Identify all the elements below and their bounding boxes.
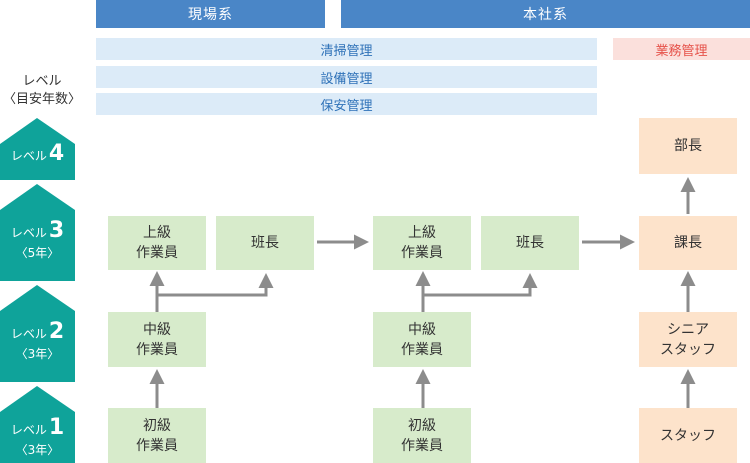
box-senior-line2: スタッフ bbox=[660, 341, 716, 358]
box-honsha-chukyu-line1: 中級 bbox=[408, 321, 436, 338]
box-honsha-jokyu-line1: 上級 bbox=[408, 225, 436, 241]
box-honsha-hancho: 班長 bbox=[481, 216, 579, 270]
box-honsha-jokyu-line2: 作業員 bbox=[401, 245, 443, 261]
level-2-label: レベル 2 〈3年〉 bbox=[0, 315, 75, 365]
level-2-years: 〈3年〉 bbox=[15, 346, 60, 361]
level-2-number: 2 bbox=[48, 318, 65, 344]
band-hoan: 保安管理 bbox=[96, 93, 597, 115]
level-2-shape bbox=[0, 285, 75, 382]
box-genba-hancho: 班長 bbox=[216, 216, 314, 270]
level-3-number: 3 bbox=[48, 217, 65, 243]
level-2-text: レベル bbox=[10, 326, 47, 341]
level-4-shape bbox=[0, 118, 75, 180]
box-genba-jokyu-line2: 作業員 bbox=[136, 245, 178, 261]
box-honsha-chukyu-sagyoin: 中級 作業員 bbox=[373, 312, 471, 367]
box-honsha-shokyu-line1: 初級 bbox=[408, 417, 436, 434]
box-senior-staff: シニア スタッフ bbox=[639, 312, 737, 367]
box-bucho-text: 部長 bbox=[674, 138, 702, 154]
level-1-years: 〈3年〉 bbox=[15, 442, 60, 457]
level-1-label: レベル 1 〈3年〉 bbox=[0, 411, 75, 461]
band-setsubi: 設備管理 bbox=[96, 66, 597, 88]
band-seiso: 清掃管理 bbox=[96, 38, 597, 60]
box-kacho-text: 課長 bbox=[674, 235, 702, 251]
box-genba-chukyu-line2: 作業員 bbox=[136, 341, 178, 358]
box-genba-shokyu-sagyoin: 初級 作業員 bbox=[108, 408, 206, 463]
box-senior-line1: シニア bbox=[667, 321, 709, 338]
box-staff-text: スタッフ bbox=[660, 427, 716, 444]
box-honsha-shokyu-line2: 作業員 bbox=[401, 437, 443, 454]
level-3-text: レベル bbox=[10, 225, 47, 240]
level-4-label: レベル 4 bbox=[0, 138, 75, 168]
box-genba-shokyu-line2: 作業員 bbox=[136, 437, 178, 454]
box-genba-hancho-text: 班長 bbox=[251, 235, 279, 251]
level-column-title: レベル 〈目安年数〉 bbox=[0, 73, 84, 109]
level-1-text: レベル bbox=[10, 422, 47, 437]
level-title-line2: 〈目安年数〉 bbox=[2, 92, 81, 107]
box-genba-jokyu-sagyoin: 上級 作業員 bbox=[108, 216, 206, 270]
box-staff: スタッフ bbox=[639, 408, 737, 463]
level-1-number: 1 bbox=[48, 414, 65, 440]
header-honsha: 本社系 bbox=[341, 0, 750, 28]
header-genba: 現場系 bbox=[96, 0, 325, 28]
arrow-genba-chukyu-to-hancho bbox=[157, 273, 274, 297]
band-gyomu: 業務管理 bbox=[613, 38, 750, 60]
box-genba-chukyu-sagyoin: 中級 作業員 bbox=[108, 312, 206, 367]
level-3-years: 〈5年〉 bbox=[15, 245, 60, 260]
level-3-shape bbox=[0, 184, 75, 281]
level-1-shape bbox=[0, 386, 75, 463]
box-honsha-shokyu-sagyoin: 初級 作業員 bbox=[373, 408, 471, 463]
level-3-label: レベル 3 〈5年〉 bbox=[0, 214, 75, 264]
box-honsha-jokyu-sagyoin: 上級 作業員 bbox=[373, 216, 471, 270]
box-genba-jokyu-line1: 上級 bbox=[143, 225, 171, 241]
arrow-honsha-chukyu-to-hancho bbox=[423, 273, 538, 297]
level-4-number: 4 bbox=[48, 140, 65, 166]
box-genba-shokyu-line1: 初級 bbox=[143, 417, 171, 434]
box-genba-chukyu-line1: 中級 bbox=[143, 321, 171, 338]
box-honsha-hancho-text: 班長 bbox=[516, 235, 544, 251]
box-kacho: 課長 bbox=[639, 216, 737, 270]
box-honsha-chukyu-line2: 作業員 bbox=[401, 341, 443, 358]
box-bucho: 部長 bbox=[639, 118, 737, 174]
level-title-line1: レベル bbox=[22, 74, 62, 89]
level-4-text: レベル bbox=[10, 148, 47, 163]
